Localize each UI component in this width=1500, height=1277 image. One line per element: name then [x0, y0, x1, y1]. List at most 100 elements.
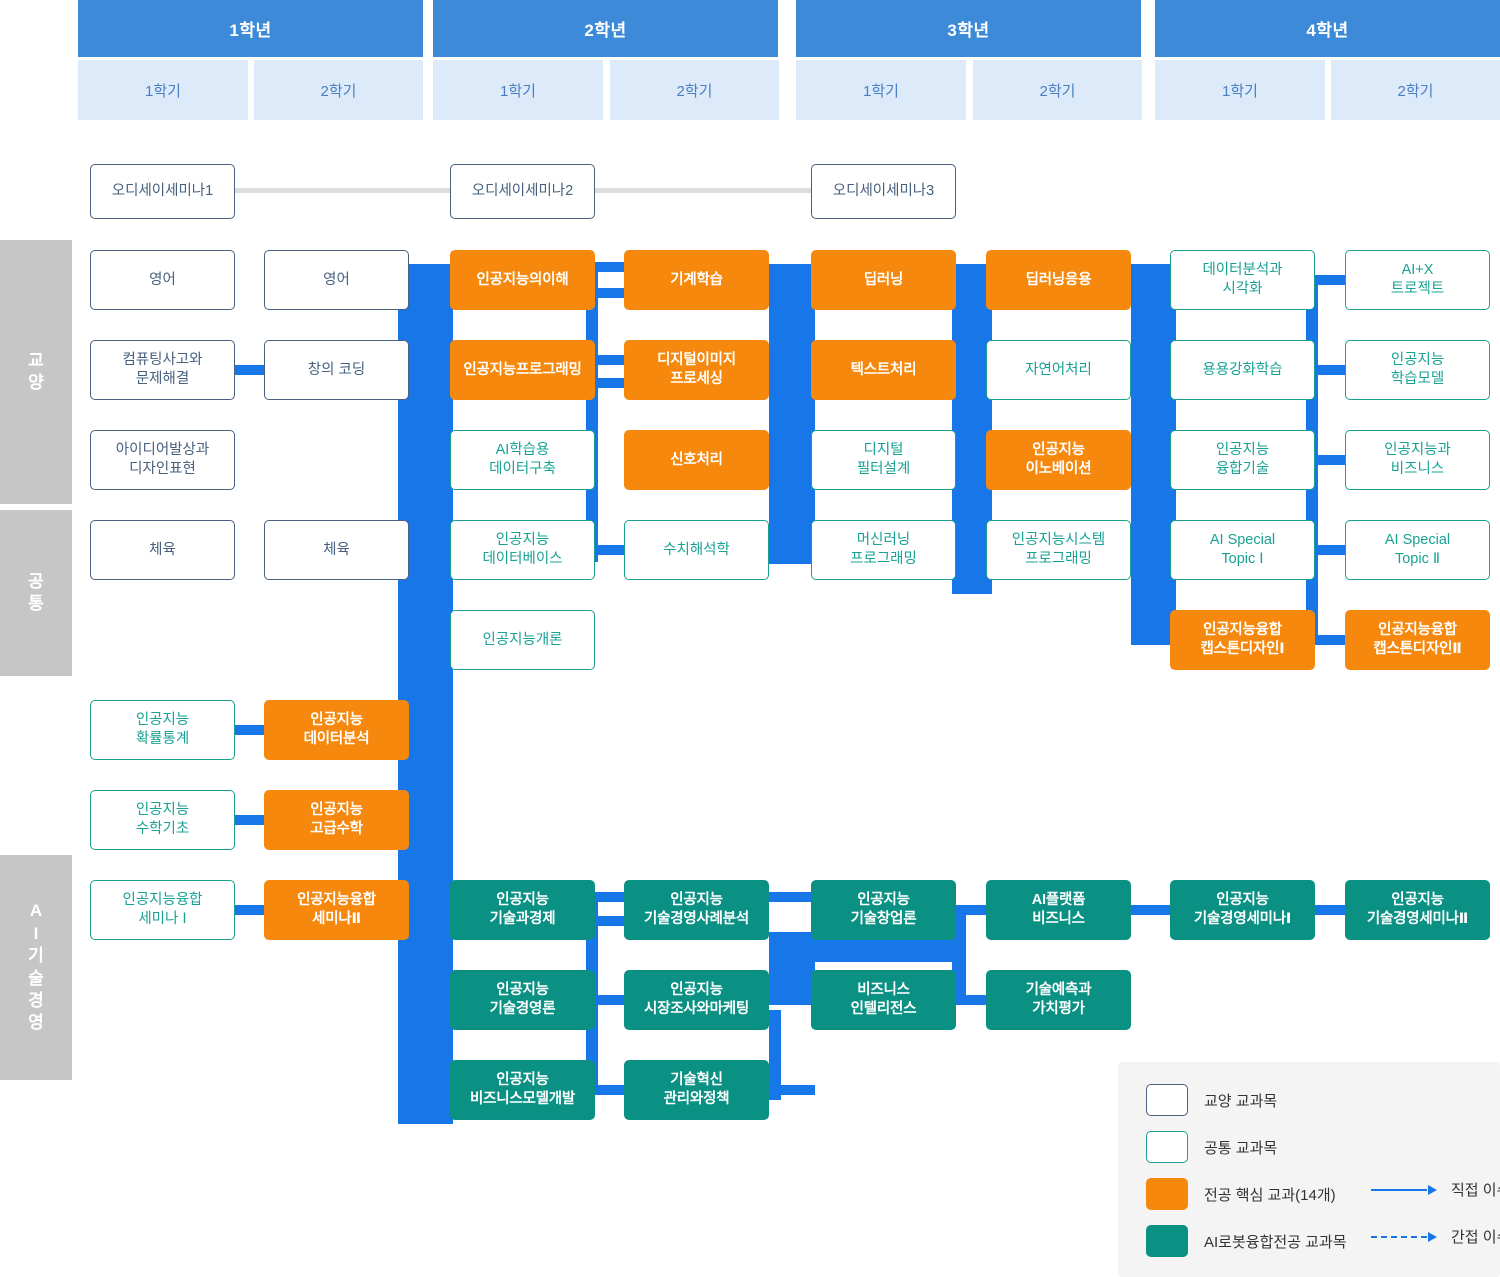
course-box-dl[interactable]: 딥러닝: [811, 250, 956, 310]
course-label-line: 아이디어발상과: [115, 442, 210, 459]
blue-connector-18: [769, 545, 815, 555]
course-box-eng1[interactable]: 영어: [90, 250, 235, 310]
dashed-line-icon: [1371, 1235, 1427, 1238]
course-label-line: 기계학습: [670, 271, 723, 288]
course-box-numer[interactable]: 수치해석학: [624, 520, 769, 580]
course-label-line: 프로그래밍: [1025, 551, 1092, 567]
course-label-line: 캡스톤디자인Ⅱ: [1373, 641, 1462, 657]
course-box-ody2[interactable]: 오디세이세미나2: [450, 164, 595, 219]
course-box-ody1[interactable]: 오디세이세미나1: [90, 164, 235, 219]
course-box-aiintro[interactable]: 인공지능개론: [450, 610, 595, 670]
course-label: 용용강화학습: [1202, 361, 1282, 380]
course-label: 인공지능의이해: [477, 271, 569, 290]
course-label-line: 필터설계: [856, 461, 911, 477]
course-label-line: 문제해결: [135, 371, 190, 387]
course-box-nlp[interactable]: 자연어처리: [986, 340, 1131, 400]
course-label-line: 딥러닝: [863, 271, 904, 288]
course-label-line: 학습모델: [1390, 371, 1445, 387]
course-box-dlapp[interactable]: 딥러닝응용: [986, 250, 1131, 310]
blue-connector-19: [956, 275, 988, 285]
course-box-aiprog[interactable]: 인공지능프로그래밍: [450, 340, 595, 400]
course-box-signal[interactable]: 신호처리: [624, 430, 769, 490]
course-label-line: 수학기초: [135, 821, 190, 837]
band-char: I: [33, 923, 39, 943]
blue-connector-24: [1131, 365, 1173, 375]
course-label-line: 신호처리: [670, 451, 723, 468]
course-label-line: 인공지능: [135, 802, 190, 819]
course-label-line: 인공지능융합: [1378, 622, 1457, 639]
blue-connector-2: [1131, 264, 1176, 644]
course-label-line: 기술창업론: [850, 911, 917, 927]
course-box-rl[interactable]: 용용강화학습: [1170, 340, 1315, 400]
course-label-line: 융합기술: [1215, 461, 1270, 477]
course-box-aiund[interactable]: 인공지능의이해: [450, 250, 595, 310]
course-label: 오디세이세미나2: [472, 182, 573, 201]
blue-connector-35: [595, 916, 627, 926]
blue-connector-30: [1315, 455, 1347, 465]
course-box-eng2[interactable]: 영어: [264, 250, 409, 310]
course-label-line: AI Special: [1209, 532, 1276, 549]
course-label-line: 프로그래밍: [850, 551, 917, 567]
course-box-text[interactable]: 텍스트처리: [811, 340, 956, 400]
course-label-line: 체육: [149, 541, 176, 558]
course-box-pe2[interactable]: 체육: [264, 520, 409, 580]
course-box-pe1[interactable]: 체육: [90, 520, 235, 580]
course-box-ml[interactable]: 기계학습: [624, 250, 769, 310]
semester-header-3: 1학기: [433, 60, 603, 120]
course-label-line: 기술혁신: [670, 1072, 723, 1089]
course-label-line: 시장조사와마케팅: [643, 1001, 750, 1017]
legend-item-label: AI로봇융합전공 교과목: [1204, 1233, 1347, 1251]
course-label-line: 오디세이세미나3: [832, 183, 935, 200]
arrow-head-icon: [1428, 1184, 1437, 1195]
course-box-ody3[interactable]: 오디세이세미나3: [811, 164, 956, 219]
course-box-code[interactable]: 창의 코딩: [264, 340, 409, 400]
